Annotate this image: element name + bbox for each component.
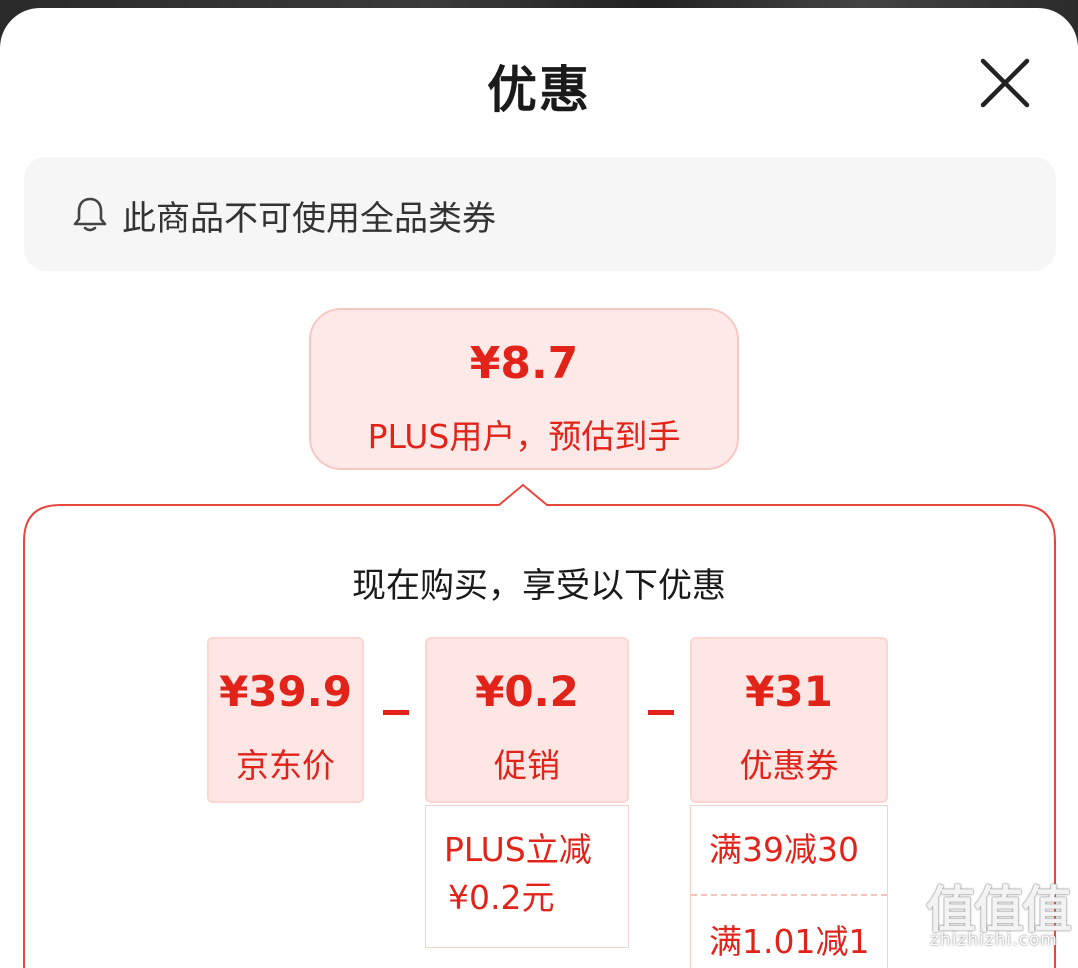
watermark-glyphs: 值值值 [926,881,1072,939]
promotion-card: ¥0.2 促销 [425,637,629,803]
coupon-card: ¥31 优惠券 [690,637,888,803]
coupon-detail-line: 满39减30 [709,830,859,869]
breakdown-heading: 现在购买，享受以下优惠 [352,566,726,606]
watermark-url: zhizhizhi.com [930,930,1058,950]
coupon-bottom-sheet: 优惠 此商品不可使用全品类券 ¥8.7 PLUS用户，预估到手 现在购买，享受以… [0,8,1078,968]
promotion-label: 促销 [494,746,560,785]
coupon-label: 优惠券 [739,746,839,785]
promotion-detail: PLUS立减 ¥0.2元 [425,805,629,948]
dashed-divider [691,894,887,896]
bell-icon [73,197,107,232]
watermark-logo: 值值值 zhizhizhi.com [926,870,1076,958]
breakdown-panel [23,483,1056,968]
notice-text: 此商品不可使用全品类券 [122,199,496,239]
minus-sign [383,710,409,715]
minus-sign [648,710,674,715]
close-icon [980,58,1030,108]
coupon-detail-line: 满1.01减1 [709,922,870,961]
jd-price-label: 京东价 [236,746,335,785]
promotion-detail-line: ¥0.2元 [448,878,555,917]
close-button[interactable] [978,56,1032,110]
estimated-price: ¥8.7 [469,338,579,389]
promotion-detail-line: PLUS立减 [444,830,592,869]
promotion-price: ¥0.2 [475,667,579,716]
estimated-price-bubble: ¥8.7 PLUS用户，预估到手 [309,308,739,470]
coupon-detail: 满39减30 满1.01减1 [690,805,888,968]
sheet-title: 优惠 [487,61,591,119]
estimated-price-label: PLUS用户，预估到手 [367,417,681,456]
coupon-price: ¥31 [745,667,833,716]
jd-price-card: ¥39.9 京东价 [207,637,364,803]
coupon-notice-bar: 此商品不可使用全品类券 [24,157,1056,271]
jd-price: ¥39.9 [219,667,352,716]
